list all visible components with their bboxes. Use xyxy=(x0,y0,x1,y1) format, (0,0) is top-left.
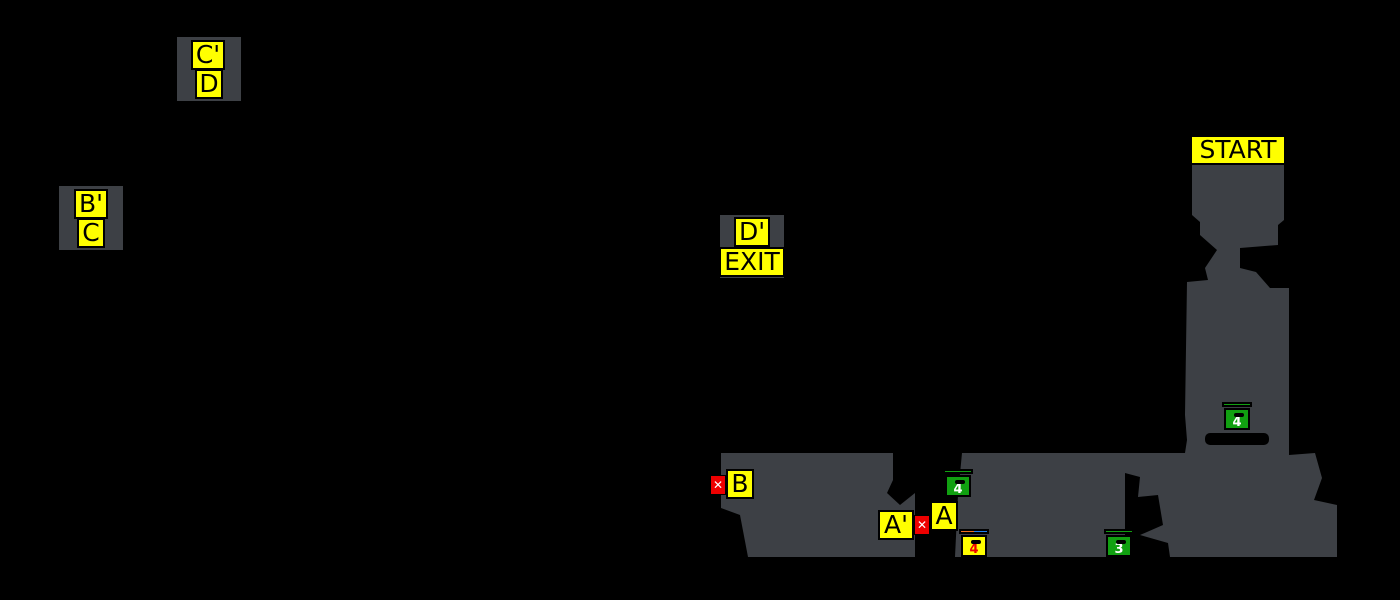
treasure-chest[interactable]: 4 xyxy=(943,469,973,497)
label-c: C xyxy=(77,218,105,248)
label-d: D xyxy=(195,69,223,99)
treasure-chest-special[interactable]: 4 xyxy=(959,529,989,557)
locked-door-x-icon[interactable]: ✕ xyxy=(914,515,930,535)
locked-door-x-icon[interactable]: ✕ xyxy=(710,475,726,495)
label-exit: EXIT xyxy=(719,247,785,277)
treasure-chest[interactable]: 4 xyxy=(1222,402,1252,430)
wall-gap xyxy=(1205,433,1269,445)
room-middle xyxy=(955,453,1125,557)
label-a-prime: A' xyxy=(878,510,914,540)
label-c-prime: C' xyxy=(191,40,225,70)
chest-count: 4 xyxy=(969,542,979,557)
label-a: A xyxy=(930,501,958,531)
treasure-chest[interactable]: 3 xyxy=(1104,529,1134,557)
chest-count: 3 xyxy=(1114,542,1124,557)
room-left xyxy=(721,453,915,557)
label-d-prime: D' xyxy=(734,217,770,247)
room-tower xyxy=(1125,165,1337,557)
chest-count: 4 xyxy=(1232,415,1242,430)
label-b: B xyxy=(726,469,754,499)
chest-count: 4 xyxy=(953,482,963,497)
label-b-prime: B' xyxy=(74,189,108,219)
label-start: START xyxy=(1190,135,1286,165)
